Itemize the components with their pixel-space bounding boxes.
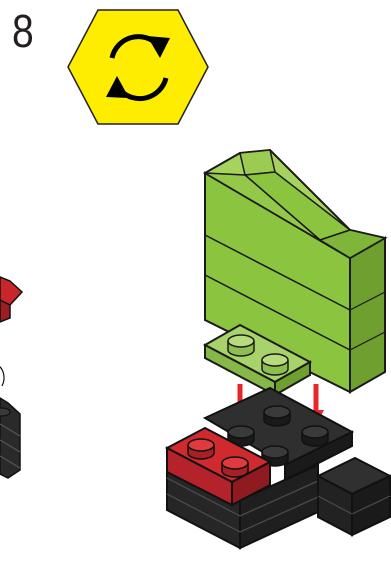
green-subassembly (205, 150, 385, 395)
rotate-model-icon (68, 10, 208, 124)
base-model (167, 388, 390, 548)
previous-model-fragment (0, 277, 22, 478)
